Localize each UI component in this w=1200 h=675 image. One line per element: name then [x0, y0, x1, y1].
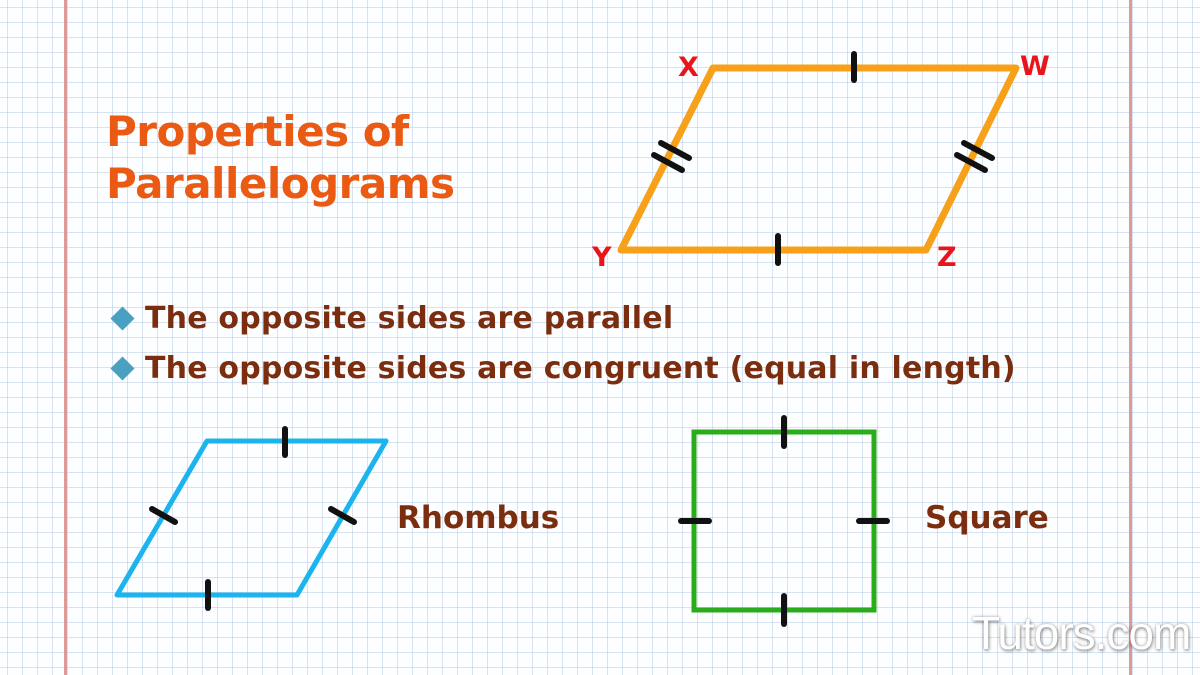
title-line-2: Parallelograms — [106, 159, 455, 208]
rhombus-figure — [114, 426, 389, 611]
list-item: The opposite sides are parallel — [108, 293, 1016, 343]
congruence-ticks — [651, 51, 995, 266]
diamond-bullet-icon — [110, 355, 135, 381]
square-figure — [678, 415, 890, 627]
parallelogram-xwzy: X W Z Y — [591, 51, 1050, 273]
vertex-label-y: Y — [591, 242, 612, 273]
property-text: The opposite sides are parallel — [145, 300, 674, 336]
property-list: The opposite sides are parallel The oppo… — [108, 293, 1016, 393]
rhombus-label: Rhombus — [397, 500, 560, 536]
title-line-1: Properties of — [106, 107, 409, 156]
square-label: Square — [925, 500, 1049, 536]
property-text: The opposite sides are congruent (equal … — [145, 350, 1016, 386]
vertex-label-x: X — [678, 52, 699, 83]
page-title: Properties of Parallelograms — [106, 106, 455, 210]
left-margin-line — [64, 0, 67, 675]
vertex-label-w: W — [1020, 51, 1050, 82]
vertex-label-z: Z — [937, 242, 957, 273]
tutors-watermark: Tutors.com — [972, 607, 1191, 659]
right-margin-line — [1129, 0, 1132, 675]
diamond-bullet-icon — [110, 305, 135, 331]
list-item: The opposite sides are congruent (equal … — [108, 343, 1016, 393]
